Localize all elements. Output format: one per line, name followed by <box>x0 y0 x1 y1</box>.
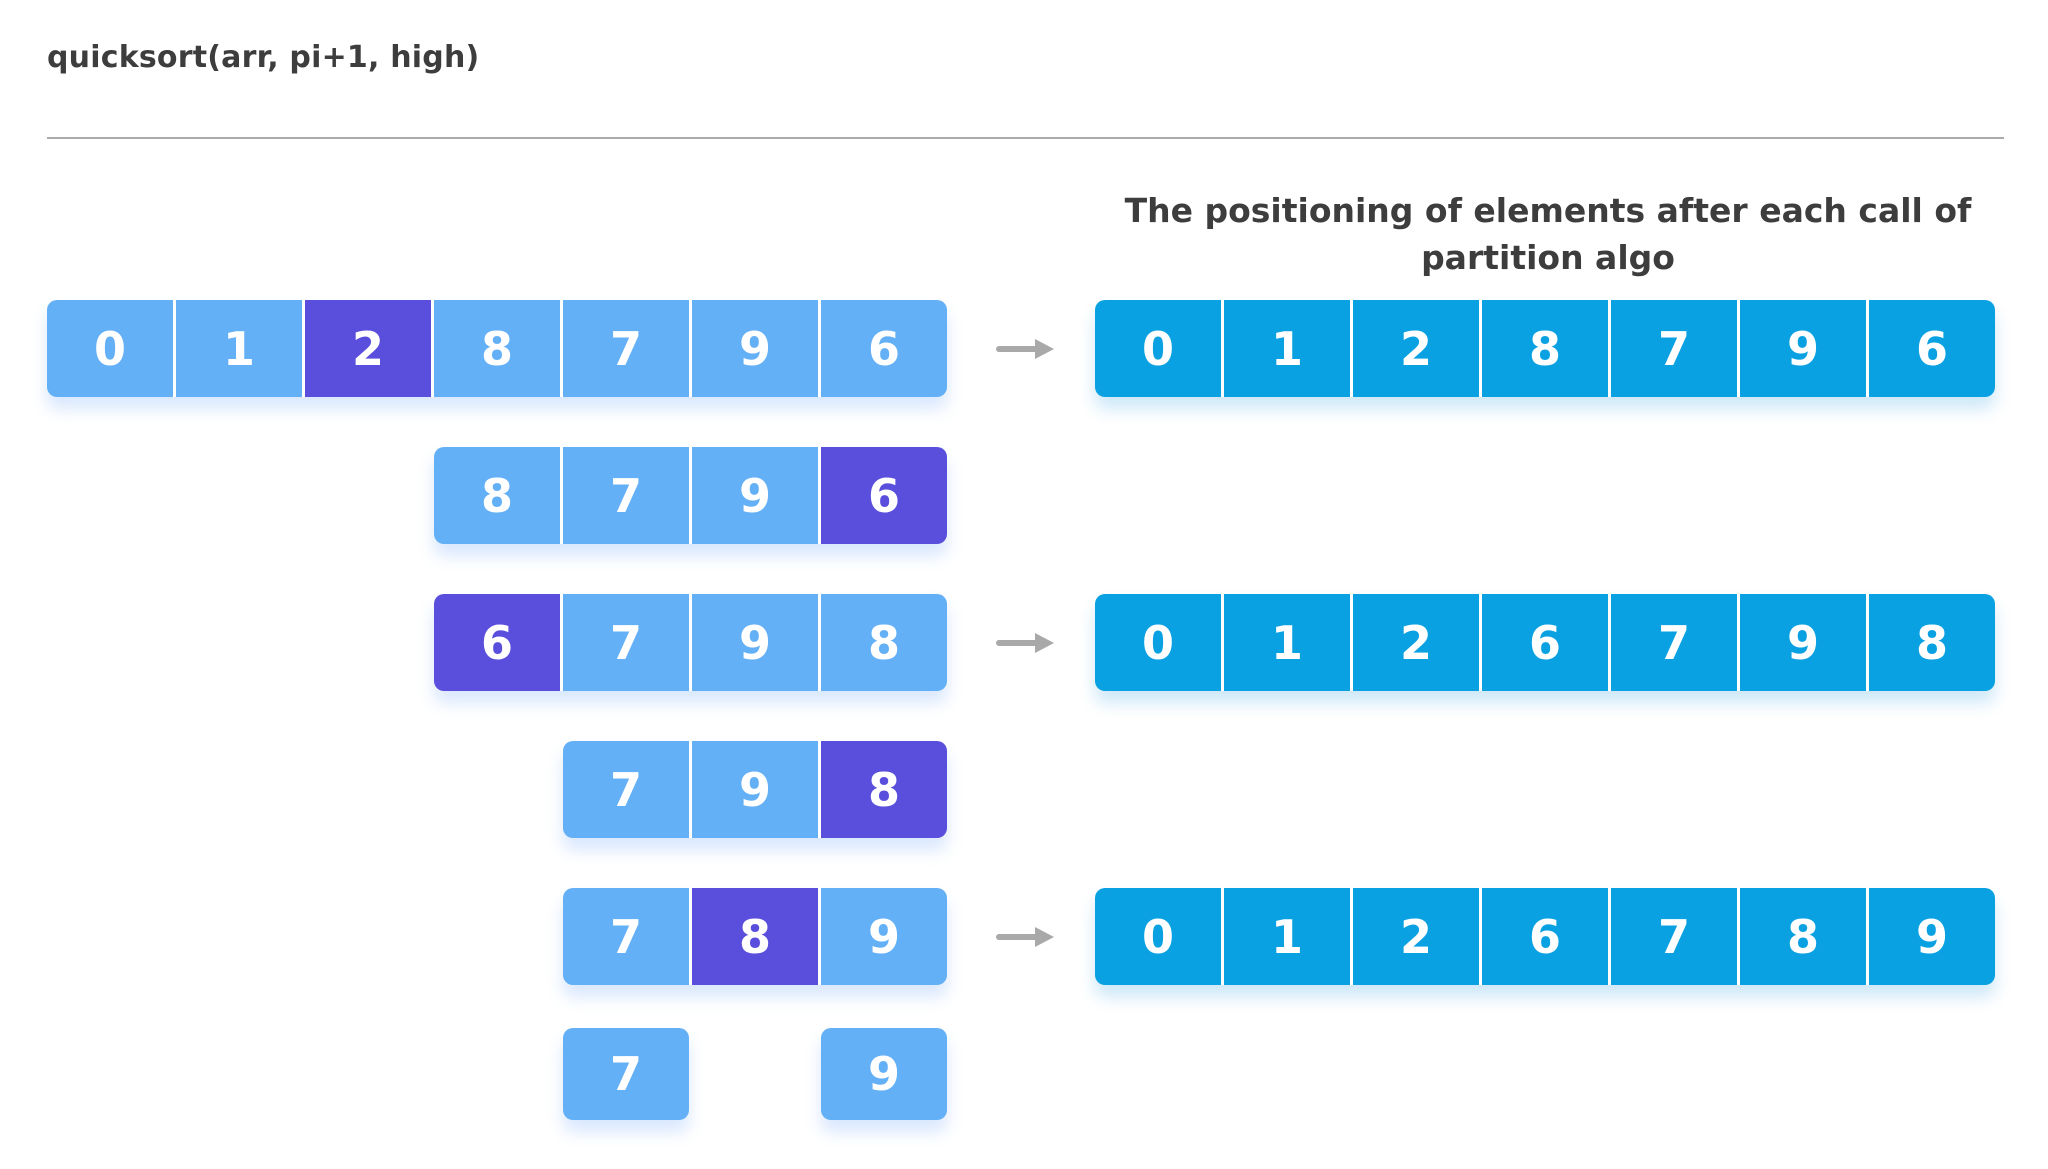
array-cell: 9 <box>1740 300 1866 397</box>
array-cell: 0 <box>1095 594 1221 691</box>
arrow-right-icon <box>995 630 1057 656</box>
array-cell: 2 <box>1353 594 1479 691</box>
subarray-call-6-left: 7 <box>563 1028 689 1120</box>
array-cell: 6 <box>1482 888 1608 985</box>
array-cell: 0 <box>1095 888 1221 985</box>
array-cell: 9 <box>821 888 947 985</box>
array-cell: 7 <box>563 741 689 838</box>
array-cell: 9 <box>692 594 818 691</box>
array-cell: 2 <box>1353 300 1479 397</box>
array-cell: 6 <box>1869 300 1995 397</box>
array-cell: 8 <box>1740 888 1866 985</box>
array-cell: 7 <box>1611 300 1737 397</box>
array-cell: 9 <box>692 447 818 544</box>
array-cell: 1 <box>1224 300 1350 397</box>
array-cell: 7 <box>563 888 689 985</box>
array-cell: 7 <box>1611 594 1737 691</box>
array-cell: 0 <box>1095 300 1221 397</box>
arrow-right-icon <box>995 336 1057 362</box>
array-cell: 7 <box>563 447 689 544</box>
array-cell: 9 <box>821 1028 947 1120</box>
array-cell: 8 <box>1869 594 1995 691</box>
array-cell: 8 <box>434 300 560 397</box>
pivot-cell: 6 <box>434 594 560 691</box>
array-cell: 9 <box>692 300 818 397</box>
array-cell: 8 <box>434 447 560 544</box>
pivot-cell: 6 <box>821 447 947 544</box>
array-cell: 1 <box>176 300 302 397</box>
array-cell: 0 <box>47 300 173 397</box>
pivot-cell: 8 <box>821 741 947 838</box>
array-cell: 6 <box>821 300 947 397</box>
subarray-call-6-right: 9 <box>821 1028 947 1120</box>
array-cell: 9 <box>1869 888 1995 985</box>
array-cell: 8 <box>1482 300 1608 397</box>
pivot-cell: 8 <box>692 888 818 985</box>
array-cell: 7 <box>563 300 689 397</box>
array-cell: 1 <box>1224 594 1350 691</box>
result-heading: The positioning of elements after each c… <box>1124 191 1972 277</box>
array-cell: 9 <box>692 741 818 838</box>
array-cell: 1 <box>1224 888 1350 985</box>
divider <box>47 137 2004 139</box>
pivot-cell: 2 <box>305 300 431 397</box>
array-cell: 7 <box>1611 888 1737 985</box>
array-cell: 8 <box>821 594 947 691</box>
array-cell: 7 <box>563 1028 689 1120</box>
page-title: quicksort(arr, pi+1, high) <box>47 40 480 75</box>
array-cell: 7 <box>563 594 689 691</box>
array-cell: 2 <box>1353 888 1479 985</box>
array-cell: 6 <box>1482 594 1608 691</box>
arrow-right-icon <box>995 924 1057 950</box>
array-cell: 9 <box>1740 594 1866 691</box>
